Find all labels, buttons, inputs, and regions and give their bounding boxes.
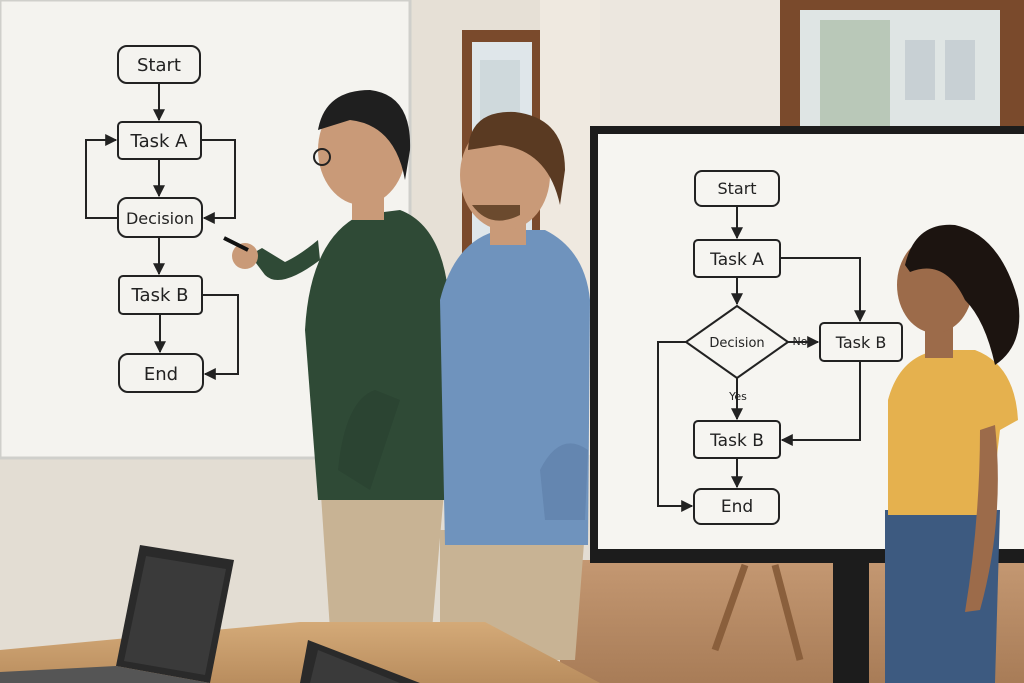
scr-end-label: End xyxy=(721,497,753,517)
wb-task-a-label: Task A xyxy=(130,131,189,152)
screen-flowchart xyxy=(657,170,903,525)
scr-start-label: Start xyxy=(717,179,756,198)
wb-end-label: End xyxy=(144,364,178,385)
person-denim-shirt xyxy=(440,111,590,660)
wb-start-label: Start xyxy=(137,55,181,76)
laptop-left xyxy=(0,545,234,683)
person-green-sweater xyxy=(223,90,448,630)
wb-decision-label: Decision xyxy=(126,209,194,228)
scr-task-a-label: Task A xyxy=(709,250,764,270)
whiteboard-flowchart xyxy=(85,45,239,393)
window-right xyxy=(780,0,1024,135)
wb-end-node xyxy=(118,353,204,393)
wb-task-b-label: Task B xyxy=(131,285,189,306)
scr-task-b-label: Task B xyxy=(709,431,764,451)
laptop-right xyxy=(300,640,420,683)
scr-yes-label: Yes xyxy=(728,390,747,403)
scr-decision-label: Decision xyxy=(709,336,764,351)
scr-no-label: No xyxy=(793,335,808,348)
screen-labels: Start Task A Decision Task B Task B End … xyxy=(709,179,886,517)
scr-end-node xyxy=(693,488,780,525)
whiteboard-labels: Start Task A Decision Task B End xyxy=(126,55,194,385)
scr-task-b-right-label: Task B xyxy=(835,333,887,352)
person-mustard-top xyxy=(885,224,1020,683)
